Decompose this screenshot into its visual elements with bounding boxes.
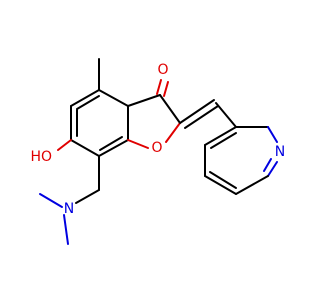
bond-py-c3-c3 [204, 126, 237, 146]
bond-py-c5-c4 [204, 175, 237, 195]
bond-py-c3-c3-inner [210, 132, 237, 149]
molecule-structure: O O HO N N [30, 58, 285, 245]
bond-c2-o1 [165, 122, 181, 143]
amine-nitrogen-label: N [64, 201, 74, 217]
bond-py-c5-c4-inner [209, 171, 237, 189]
bond-c4-c3a [98, 89, 129, 107]
bond-py-n1-c6 [267, 161, 278, 177]
bond-c7a-c7-inner [99, 136, 123, 151]
bond-ketone-1 [156, 79, 162, 95]
bond-c7-c6 [70, 139, 100, 157]
ring-oxygen-label: O [151, 140, 162, 156]
bond-c3a-c3 [127, 94, 161, 107]
bond-c3-c2 [159, 94, 181, 124]
bond-ch2-n [75, 189, 100, 204]
bond-c5-c4-inner [76, 95, 100, 110]
bond-o1-c7a [127, 139, 149, 149]
bonds [39, 58, 278, 245]
bond-c5-c4 [70, 89, 100, 107]
bond-n-me1 [63, 214, 69, 245]
bond-ketone-2 [163, 81, 169, 97]
pyridine-nitrogen-label: N [275, 144, 285, 160]
bond-ch-py [215, 102, 237, 128]
bond-exocyclic-1 [179, 99, 215, 124]
bond-exocyclic-2 [184, 105, 219, 129]
bond-py-c2-n1 [267, 126, 278, 143]
hydroxyl-label: HO [30, 149, 52, 165]
atom-labels: O O HO N N [30, 62, 285, 217]
bond-py-c6-c5 [235, 175, 269, 195]
ketone-oxygen-label: O [157, 62, 168, 78]
bond-n-me2 [39, 193, 63, 208]
bond-py-n1-c6-inner [263, 158, 272, 172]
bond-c6-oh [57, 139, 72, 151]
bond-c7a-c7 [98, 139, 129, 157]
